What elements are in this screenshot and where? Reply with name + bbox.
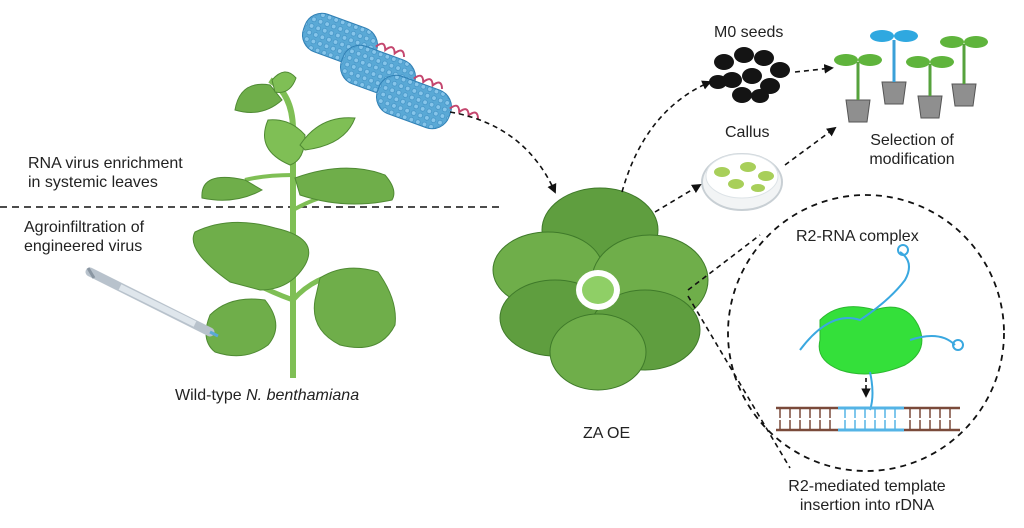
- agroinfiltration-label: Agroinfiltration of engineered virus: [24, 218, 144, 256]
- r2-zoom-circle: [687, 194, 1005, 472]
- leaf: [201, 176, 264, 201]
- selection-line2: modification: [869, 151, 955, 168]
- leaf: [205, 298, 277, 357]
- syringe: [85, 267, 219, 338]
- leaf: [264, 119, 306, 166]
- rna-enrichment-line2: in systemic leaves: [28, 174, 158, 191]
- arrow-rosette-to-seeds: [621, 80, 712, 193]
- rna-strand: [799, 251, 910, 351]
- m0-seeds-label: M0 seeds: [714, 24, 784, 41]
- arrow-seeds-to-seedlings: [794, 64, 834, 74]
- callus-dish: [701, 153, 783, 211]
- wild-type-plant: [192, 71, 396, 378]
- selection-label: Selection of modification: [852, 131, 972, 169]
- leaf: [192, 221, 310, 291]
- leaf: [234, 83, 283, 113]
- leaf: [313, 267, 396, 348]
- wild-type-species: N. benthamiana: [246, 387, 360, 404]
- r2-insertion-label: R2-mediated template insertion into rDNA: [772, 477, 962, 515]
- wild-type-label: Wild-type N. benthamiana: [175, 386, 359, 405]
- rna-enrichment-line1: RNA virus enrichment: [28, 155, 183, 172]
- leaf: [271, 71, 297, 93]
- process-arrows: [449, 64, 837, 213]
- r2-insertion-line2: insertion into rDNA: [799, 497, 935, 514]
- rdna-duplex: [776, 406, 960, 432]
- selection-line1: Selection of: [870, 132, 954, 149]
- arrow-callus-to-seedlings: [784, 126, 837, 166]
- callus-label: Callus: [725, 124, 770, 141]
- arrow-rosette-to-callus: [654, 184, 702, 213]
- r2-rna-complex-label: R2-RNA complex: [796, 228, 919, 245]
- za-oe-label: ZA OE: [583, 425, 631, 442]
- r2-rna-complex-graphic: [799, 244, 964, 411]
- agroinfiltration-line2: engineered virus: [24, 238, 143, 255]
- za-oe-rosette: [492, 187, 709, 391]
- arrow-virus-to-rosette: [449, 111, 557, 194]
- agroinfiltration-line1: Agroinfiltration of: [24, 219, 145, 236]
- virus-particles: [302, 12, 480, 130]
- r2-insertion-line1: R2-mediated template: [788, 478, 946, 495]
- m0-seeds: [709, 47, 790, 103]
- seedlings-in-pots: [834, 30, 988, 123]
- leaf: [299, 117, 356, 151]
- leaf: [294, 167, 395, 205]
- r2-protein: [818, 306, 923, 375]
- wild-type-prefix: Wild-type: [175, 387, 247, 404]
- rna-enrichment-label: RNA virus enrichment in systemic leaves: [28, 154, 183, 192]
